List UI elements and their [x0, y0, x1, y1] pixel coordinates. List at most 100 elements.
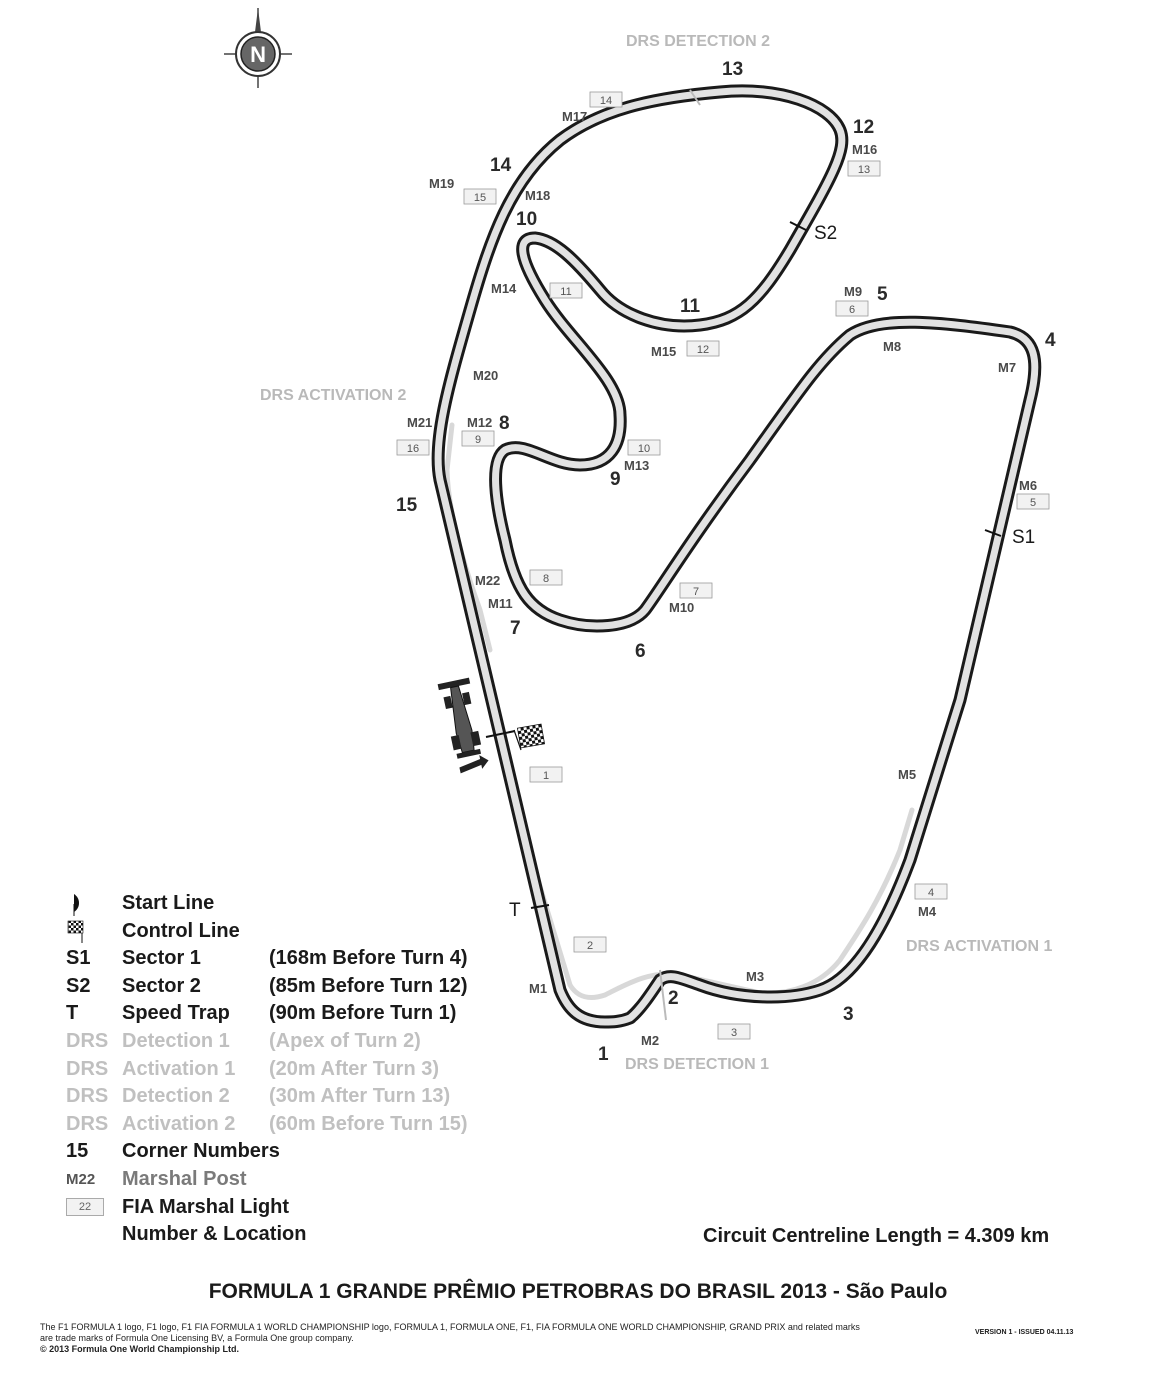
legal-line-3: © 2013 Formula One World Championship Lt… — [40, 1344, 239, 1354]
svg-text:6: 6 — [849, 304, 855, 316]
corner-1: 1 — [598, 1044, 609, 1065]
legend-drs-activation-1: DRS Activation 1 (20m After Turn 3) — [66, 1057, 440, 1080]
legend-drs-detection-2: DRS Detection 2 (30m After Turn 13) — [66, 1085, 451, 1108]
marshal-post: M13 — [624, 458, 649, 473]
start-line-icon — [66, 890, 116, 925]
svg-text:16: 16 — [407, 443, 419, 455]
marshal-light: 1 — [529, 766, 563, 783]
corner-11: 11 — [680, 296, 701, 317]
legend-control-line: Control Line — [66, 918, 536, 946]
marshal-post: M16 — [852, 142, 877, 157]
marshal-light: 2 — [573, 936, 607, 953]
marshal-post: M4 — [918, 904, 937, 919]
corner-9: 9 — [610, 469, 621, 490]
marshal-light: 6 — [835, 300, 869, 317]
marshal-post: M2 — [641, 1033, 659, 1048]
svg-text:9: 9 — [475, 434, 481, 446]
corner-numbers: 1 2 3 4 5 6 7 8 9 10 11 12 13 14 15 — [396, 59, 1056, 1065]
legend-sector-2: S2 Sector 2 (85m Before Turn 12) — [66, 974, 468, 997]
marshal-light: 15 — [463, 188, 497, 205]
svg-text:5: 5 — [1030, 497, 1036, 509]
svg-text:1: 1 — [543, 770, 549, 782]
corner-6: 6 — [635, 641, 646, 662]
legend-start-line: Start Line — [66, 890, 536, 918]
marshal-light: 9 — [461, 430, 495, 447]
drs-activation-2-label: DRS ACTIVATION 2 — [260, 387, 406, 404]
compass-letter: N — [250, 42, 266, 67]
marshal-light: 16 — [396, 439, 430, 456]
legend-sector-1: S1 Sector 1 (168m Before Turn 4) — [66, 947, 468, 970]
corner-3: 3 — [843, 1004, 854, 1025]
svg-text:3: 3 — [731, 1027, 737, 1039]
marshal-post: M8 — [883, 339, 901, 354]
svg-text:11: 11 — [560, 286, 571, 298]
marshal-light: 8 — [529, 569, 563, 586]
chequered-flag-icon — [66, 918, 116, 953]
corner-10: 10 — [516, 209, 537, 230]
legal-line-1: The F1 FORMULA 1 logo, F1 logo, F1 FIA F… — [40, 1322, 860, 1332]
legend-speed-trap: T Speed Trap (90m Before Turn 1) — [66, 1002, 457, 1025]
drs-detection-2-label: DRS DETECTION 2 — [626, 33, 770, 50]
marshal-post: M22 — [475, 573, 500, 588]
marshal-post: M11 — [488, 596, 513, 611]
corner-8: 8 — [499, 413, 510, 434]
marshal-post: M1 — [529, 981, 547, 996]
marshal-post: M10 — [669, 600, 694, 615]
svg-text:12: 12 — [697, 344, 709, 356]
corner-4: 4 — [1045, 330, 1056, 351]
marshal-light: 5 — [1016, 493, 1050, 510]
marshal-light: 14 — [589, 91, 623, 108]
corner-5: 5 — [877, 284, 888, 305]
marshal-light: 12 — [686, 340, 720, 357]
marshal-posts: M1 M2 M3 M4 M5 M6 M7 M8 M9 M10 M11 M12 M… — [407, 109, 1037, 1048]
marshal-post: M19 — [429, 176, 454, 191]
page-title: FORMULA 1 GRANDE PRÊMIO PETROBRAS DO BRA… — [208, 1280, 948, 1303]
version-label: VERSION 1 - ISSUED 04.11.13 — [975, 1329, 1074, 1336]
marshal-post: M3 — [746, 969, 764, 984]
svg-text:10: 10 — [638, 443, 650, 455]
marshal-light: 3 — [717, 1023, 751, 1040]
svg-text:2: 2 — [587, 940, 593, 952]
legal-line-2: are trade marks of Formula One Licensing… — [40, 1333, 354, 1343]
legal-notice: The F1 FORMULA 1 logo, F1 logo, F1 FIA F… — [40, 1322, 920, 1355]
car-icon — [437, 677, 489, 774]
svg-text:4: 4 — [928, 887, 934, 899]
circuit-length: Circuit Centreline Length = 4.309 km — [703, 1225, 1050, 1247]
legend-corner-numbers: 15 Corner Numbers — [66, 1140, 280, 1163]
legend-drs-activation-2: DRS Activation 2 (60m Before Turn 15) — [66, 1112, 468, 1135]
corner-13: 13 — [722, 59, 743, 80]
marshal-light: 10 — [627, 439, 661, 456]
marshal-light: 11 — [549, 282, 583, 299]
legend-marshal-light-2: Number & Location — [122, 1223, 307, 1246]
legend-drs-detection-1: DRS Detection 1 (Apex of Turn 2) — [66, 1029, 421, 1052]
sector-1-label: S1 — [1012, 527, 1035, 548]
marshal-light: 4 — [914, 883, 948, 900]
marshal-post: M15 — [651, 344, 676, 359]
svg-text:7: 7 — [693, 586, 699, 598]
speed-trap-label: T — [509, 900, 521, 921]
corner-14: 14 — [490, 155, 512, 176]
legend: Start Line Control Line S1 Sector 1 (168… — [66, 890, 536, 1249]
sector-2-label: S2 — [814, 223, 837, 244]
marshal-post: M5 — [898, 767, 916, 782]
marshal-post: M6 — [1019, 478, 1037, 493]
marshal-light-box: 22 — [66, 1198, 104, 1217]
marshal-post: M20 — [473, 368, 498, 383]
marshal-post: M12 — [467, 415, 492, 430]
svg-text:15: 15 — [474, 192, 486, 204]
race-track — [431, 84, 1042, 1029]
marshal-post: M7 — [998, 360, 1016, 375]
marshal-post: M14 — [491, 281, 517, 296]
svg-text:13: 13 — [858, 164, 870, 176]
drs-activation-1-label: DRS ACTIVATION 1 — [906, 938, 1052, 955]
marshal-post: M21 — [407, 415, 432, 430]
marshal-post: M18 — [525, 188, 550, 203]
corner-15: 15 — [396, 495, 418, 516]
marshal-post: M9 — [844, 284, 862, 299]
marshal-lights: 1 2 3 4 5 6 7 8 9 10 11 12 13 14 15 16 — [396, 91, 1050, 1040]
compass-icon: N — [224, 8, 292, 88]
drs-detection-1-label: DRS DETECTION 1 — [625, 1056, 769, 1073]
marshal-light: 7 — [679, 582, 713, 599]
legend-marshal-light: 22 FIA Marshal Light — [66, 1194, 536, 1222]
